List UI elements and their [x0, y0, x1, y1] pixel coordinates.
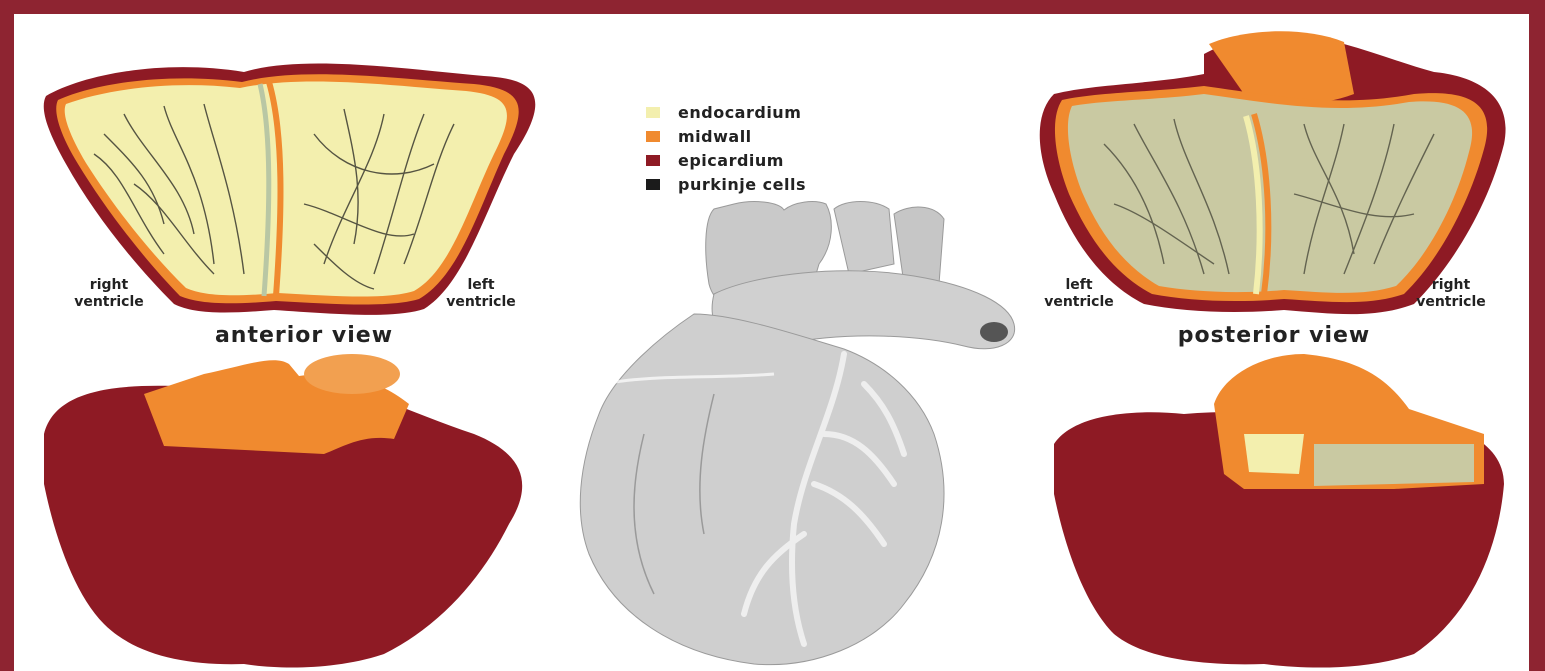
whole-heart-model: [580, 202, 1014, 665]
figure-frame: right ventricle left ventricle anterior …: [14, 14, 1529, 671]
anterior-left-label-line1: left: [426, 277, 536, 294]
tissue-legend: endocardium midwall epicardium purkinje …: [646, 100, 806, 196]
posterior-left-label-line2: ventricle: [1024, 294, 1134, 311]
posterior-right-label-line1: right: [1396, 277, 1506, 294]
legend-label-endocardium: endocardium: [678, 103, 801, 122]
legend-swatch-purkinje: [646, 179, 660, 190]
posterior-solid-ventricles: [1054, 354, 1504, 668]
legend-swatch-epicardium: [646, 155, 660, 166]
posterior-left-ventricle-label: left ventricle: [1024, 277, 1134, 311]
legend-item-midwall: midwall: [646, 124, 806, 148]
anterior-solid-ventricles: [44, 354, 522, 668]
legend-label-midwall: midwall: [678, 127, 752, 146]
legend-item-epicardium: epicardium: [646, 148, 806, 172]
anterior-view-title: anterior view: [154, 323, 454, 348]
posterior-cutaway-ventricles: [1040, 31, 1506, 314]
posterior-right-label-line2: ventricle: [1396, 294, 1506, 311]
posterior-right-ventricle-label: right ventricle: [1396, 277, 1506, 311]
legend-swatch-endocardium: [646, 107, 660, 118]
legend-item-endocardium: endocardium: [646, 100, 806, 124]
anterior-right-label-line1: right: [64, 277, 154, 294]
anterior-right-label-line2: ventricle: [64, 294, 154, 311]
legend-swatch-midwall: [646, 131, 660, 142]
anterior-right-ventricle-label: right ventricle: [64, 277, 154, 311]
legend-label-epicardium: epicardium: [678, 151, 784, 170]
posterior-view-title: posterior view: [1114, 323, 1434, 348]
legend-label-purkinje: purkinje cells: [678, 175, 806, 194]
anterior-left-ventricle-label: left ventricle: [426, 277, 536, 311]
posterior-left-label-line1: left: [1024, 277, 1134, 294]
anterior-left-label-line2: ventricle: [426, 294, 536, 311]
legend-item-purkinje: purkinje cells: [646, 172, 806, 196]
